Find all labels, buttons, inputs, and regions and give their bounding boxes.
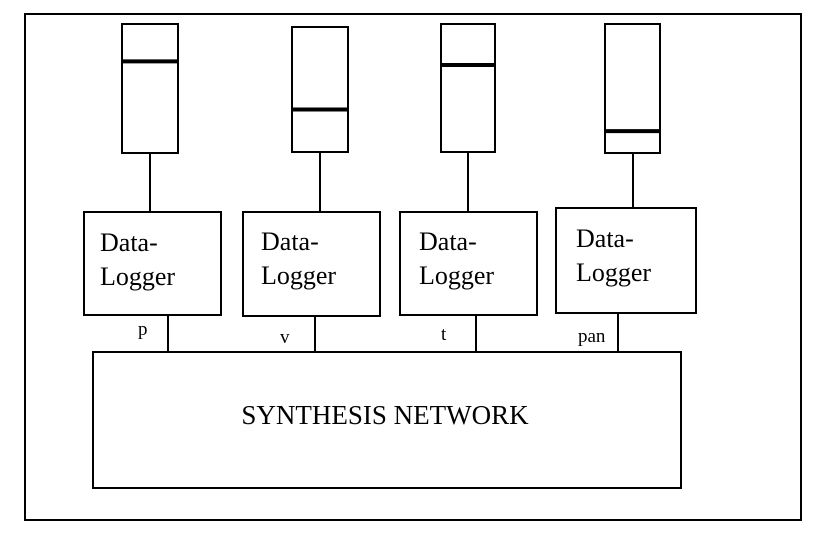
- fader-body: [440, 23, 496, 153]
- synthesis-network-box: [92, 351, 682, 489]
- data-logger-label-line2: Logger: [419, 261, 494, 290]
- data-logger-label-line2: Logger: [100, 262, 175, 291]
- fader-3: [440, 23, 496, 153]
- synthesis-network: SYNTHESIS NETWORK: [92, 351, 682, 489]
- fader-4: [604, 23, 661, 154]
- fader-2: [291, 26, 349, 153]
- data-logger-label-line1: Data-: [100, 228, 158, 257]
- data-logger-label-line1: Data-: [576, 224, 634, 253]
- port-label-t: t: [441, 324, 447, 345]
- data-logger-box: [83, 211, 222, 316]
- fader-body: [291, 26, 349, 153]
- fader-body: [604, 23, 661, 154]
- outer-frame: [24, 13, 802, 521]
- data-logger-label-line2: Logger: [261, 261, 336, 290]
- port-label-p: p: [138, 319, 148, 340]
- data-logger-label-line1: Data-: [261, 227, 319, 256]
- port-label-pan: pan: [578, 326, 606, 347]
- data-logger-label-line1: Data-: [419, 227, 477, 256]
- data-logger-3: Data- Logger: [399, 211, 538, 316]
- fader-body: [121, 23, 179, 154]
- data-logger-4: Data- Logger: [555, 207, 697, 314]
- data-logger-box: [242, 211, 381, 317]
- data-logger-label-line2: Logger: [576, 258, 651, 287]
- data-logger-2: Data- Logger: [242, 211, 381, 317]
- fader-1: [121, 23, 179, 154]
- port-label-v: v: [280, 327, 290, 348]
- data-logger-box: [555, 207, 697, 314]
- data-logger-box: [399, 211, 538, 316]
- synthesis-network-label: SYNTHESIS NETWORK: [241, 400, 529, 430]
- data-logger-1: Data- Logger: [83, 211, 222, 316]
